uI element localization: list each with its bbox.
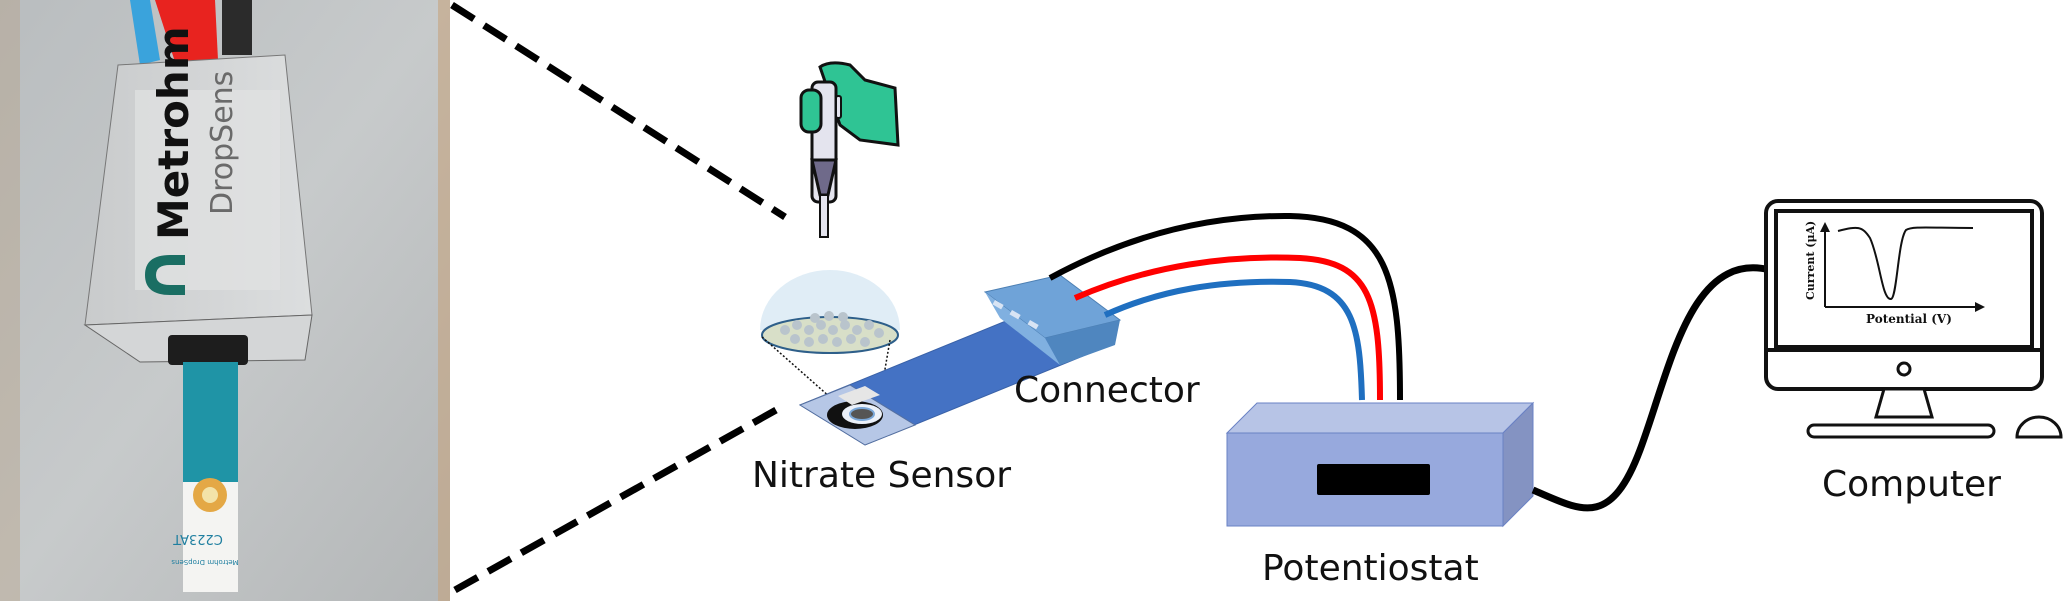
potentiostat-display [1317, 464, 1430, 495]
pipette-icon [799, 61, 900, 238]
label-nitrate-sensor: Nitrate Sensor [752, 455, 1012, 496]
voltammogram-curve [1837, 226, 1974, 300]
label-connector: Connector [1014, 370, 1200, 411]
label-potentiostat: Potentiostat [1262, 548, 1479, 589]
strip-brand: Metrohm DropSens [171, 558, 239, 566]
cable-black [222, 0, 252, 55]
zoom-line-bottom [453, 401, 787, 594]
cable-red [155, 0, 218, 62]
strip-code: C223AT [173, 531, 223, 546]
brand-name: Metrohm [149, 26, 198, 240]
zoom-line-top [450, 2, 787, 220]
mouse-icon [2015, 415, 2063, 439]
screen-ylabel: Current (μA) [1804, 221, 1817, 300]
glove-icon [818, 61, 900, 147]
wire-black [1048, 212, 1403, 401]
wire-blue [1103, 278, 1365, 401]
screen-xlabel: Potential (V) [1866, 312, 1952, 326]
usb-cable [1531, 264, 1771, 512]
device-photo: Metrohm DropSens C223AT Metrohm DropSens [0, 0, 450, 601]
label-computer: Computer [1822, 464, 2001, 505]
cable-blue [130, 0, 160, 65]
connector [983, 274, 1122, 365]
potentiostat [1225, 401, 1535, 528]
brand-sub: DropSens [205, 71, 240, 215]
droplet-magnified [760, 270, 900, 414]
computer-icon: Current (μA) Potential (V) [1764, 199, 2063, 439]
brand-logo-icon [145, 255, 185, 295]
wire-red [1073, 254, 1383, 401]
